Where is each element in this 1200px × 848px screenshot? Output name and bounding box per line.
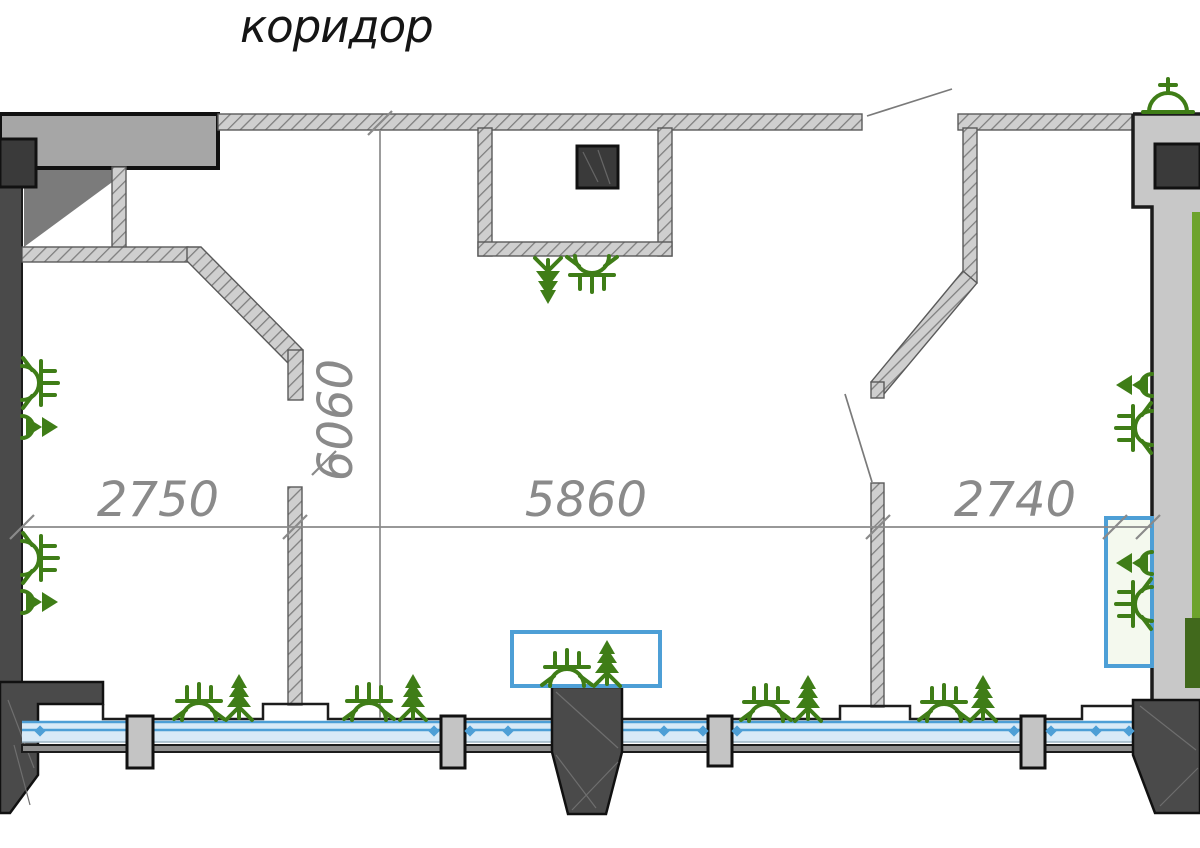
plant-arrow-icon — [533, 256, 563, 306]
mullion — [125, 714, 155, 770]
glazing-marker-icon — [1008, 725, 1020, 737]
double-arrow-icon — [20, 414, 60, 440]
light-fixture-icon — [1114, 401, 1154, 455]
left-wall-assembly — [0, 112, 220, 705]
right-shaft — [1153, 142, 1200, 190]
door-swings — [844, 88, 953, 483]
glazing-marker-icon — [464, 725, 476, 737]
tr-wall-diagonal — [870, 270, 978, 396]
door-leaf-right — [844, 393, 873, 483]
light-fixture-icon — [172, 682, 226, 722]
tl-wall-vertical — [111, 166, 127, 249]
dim-label-6060: 6060 — [308, 359, 364, 481]
equipment-box-center — [510, 630, 662, 688]
light-fixture-icon — [917, 683, 971, 723]
door-leaf-top — [866, 88, 953, 117]
dim-label-2750: 2750 — [97, 472, 219, 528]
partition-left — [287, 486, 303, 706]
glazing-marker-icon — [697, 725, 709, 737]
glazing-marker-icon — [502, 725, 514, 737]
light-fixture-icon — [342, 682, 396, 722]
light-fixture-icon — [565, 254, 619, 294]
room-title: коридор — [240, 0, 433, 53]
light-fixture-icon — [739, 683, 793, 723]
glazing-marker-icon — [428, 725, 440, 737]
plant-arrow-icon — [793, 673, 823, 723]
tl-wall-stub — [287, 349, 304, 401]
light-fixture-icon — [20, 356, 60, 410]
niche-shaft — [575, 144, 620, 190]
left-column — [0, 137, 38, 189]
facade-band — [0, 680, 1200, 816]
glazing-marker-icon — [658, 725, 670, 737]
mullion — [1019, 714, 1047, 770]
niche-wall-right — [657, 127, 673, 257]
double-arrow-icon — [20, 589, 60, 615]
left-wall — [0, 168, 22, 698]
light-fixture-icon — [20, 531, 60, 585]
tl-wall-diagonal — [186, 246, 304, 365]
pier-right — [1131, 698, 1200, 815]
glazing-marker-icon — [1123, 725, 1135, 737]
top-wall-left — [217, 113, 863, 131]
double-arrow-icon — [1114, 372, 1154, 398]
dimension-layer: 2750 5860 2740 6060 — [9, 110, 1161, 718]
wall-shadow — [24, 168, 115, 247]
plant-arrow-icon — [398, 672, 428, 722]
inner-sill-line — [101, 702, 1133, 721]
dome-light-icon — [1141, 77, 1195, 114]
tl-wall-horizontal — [21, 246, 189, 263]
right-wall-assembly — [1131, 112, 1200, 700]
mullion — [706, 714, 734, 768]
dim-label-2740: 2740 — [954, 472, 1076, 528]
right-wall — [1133, 114, 1200, 700]
dim-label-5860: 5860 — [525, 472, 647, 528]
hatched-walls — [21, 113, 1134, 708]
plant-arrow-icon — [224, 672, 254, 722]
top-wall-right — [957, 113, 1134, 131]
niche-wall-left — [477, 127, 493, 257]
tr-wall-stub — [870, 381, 885, 399]
partition-right — [870, 482, 885, 708]
green-strip — [1192, 212, 1200, 618]
glazing-marker-icon — [34, 725, 46, 737]
glazing-marker-icon — [731, 725, 743, 737]
green-strip-dark — [1185, 618, 1200, 688]
glazing-marker-icon — [1090, 725, 1102, 737]
dim-ticks — [9, 110, 1161, 540]
glazing-markers — [34, 725, 1135, 737]
plant-arrow-icon — [968, 673, 998, 723]
tr-wall-vertical — [962, 127, 978, 284]
glazing-marker-icon — [1045, 725, 1057, 737]
niche-wall-bottom — [477, 241, 673, 257]
mullion — [439, 714, 467, 770]
